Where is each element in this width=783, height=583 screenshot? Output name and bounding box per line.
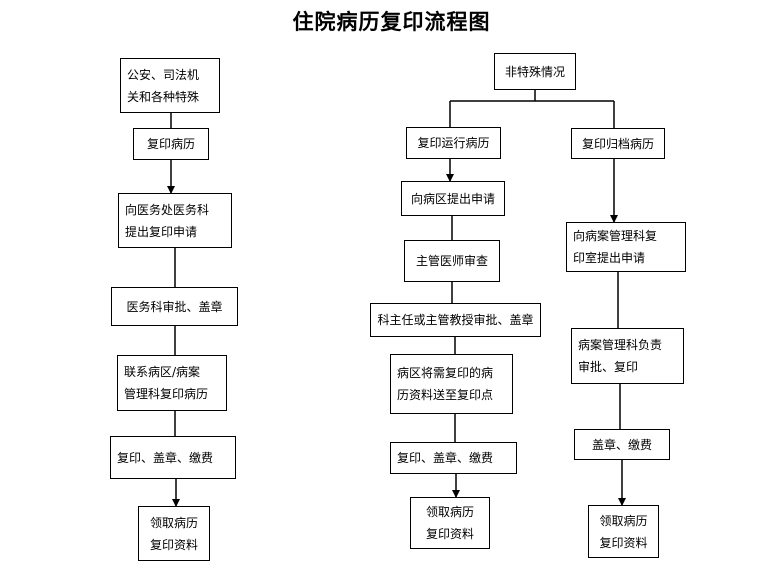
node-copy-stamp-pay-left: 复印、盖章、缴费: [110, 436, 236, 479]
node-collect-copies-left: 领取病历 复印资料: [138, 506, 210, 561]
node-non-special: 非特殊情况: [494, 53, 576, 90]
node-apply-archive-office: 向病案管理科复 印室提出申请: [566, 222, 686, 272]
node-collect-copies-mid: 领取病历 复印资料: [410, 497, 490, 549]
node-medical-affairs-approve: 医务科审批、盖章: [111, 287, 238, 326]
node-copy-archived-records: 复印归档病历: [571, 128, 665, 159]
node-copy-active-records: 复印运行病历: [406, 127, 501, 159]
node-archive-approve-copy: 病案管理科负责 审批、复印: [571, 328, 684, 384]
node-stamp-pay-right: 盖章、缴费: [574, 429, 670, 460]
node-attending-review: 主管医师审查: [404, 240, 500, 282]
node-apply-ward: 向病区提出申请: [401, 181, 505, 216]
node-ward-send-records: 病区将需复印的病 历资料送至复印点: [390, 354, 513, 414]
node-director-approve: 科主任或主管教授审批、盖章: [370, 303, 541, 337]
page-title: 住院病历复印流程图: [292, 9, 491, 34]
node-collect-copies-right: 领取病历 复印资料: [588, 505, 659, 558]
node-copy-stamp-pay-mid: 复印、盖章、缴费: [390, 442, 517, 474]
node-apply-medical-affairs: 向医务处医务科 提出复印申请: [118, 193, 232, 248]
node-special-cases: 公安、司法机 关和各种特殊: [120, 58, 220, 113]
node-contact-ward-archive: 联系病区/病案 管理科复印病历: [117, 355, 227, 411]
node-copy-records-left: 复印病历: [133, 128, 209, 160]
